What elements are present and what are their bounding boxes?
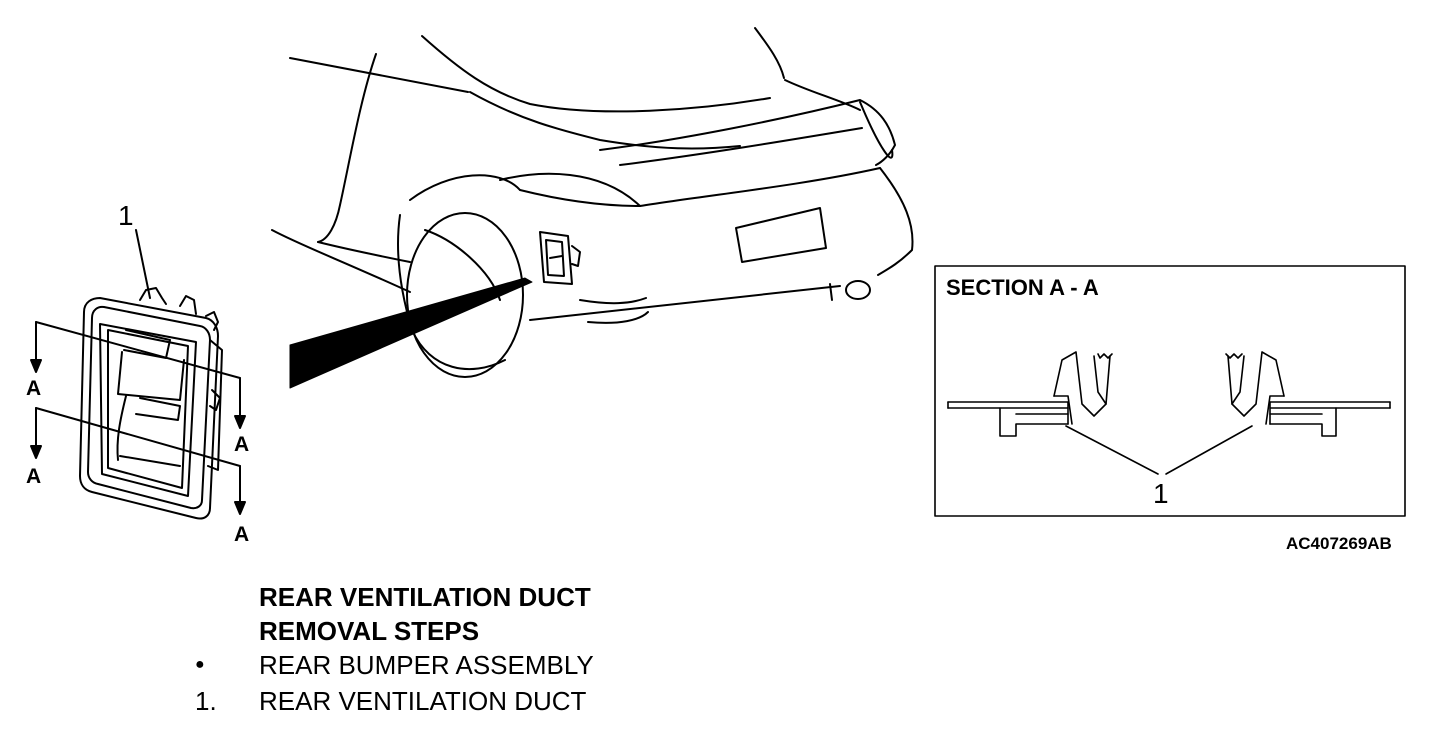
section-a-a-frame — [934, 265, 1406, 517]
section-arrow-label: A — [26, 377, 42, 400]
section-title: SECTION A - A — [946, 275, 1099, 300]
duct-callout-number: 1 — [118, 200, 134, 231]
car-rear-illustration — [271, 27, 914, 378]
duct-detail-illustration — [79, 287, 223, 520]
figure-code: AC407269AB — [1286, 534, 1392, 553]
section-callout-number: 1 — [1153, 478, 1169, 509]
step-marker: 1. — [195, 686, 217, 716]
procedure-subtitle: REMOVAL STEPS — [259, 616, 480, 646]
section-arrow-label: A — [26, 465, 42, 488]
procedure-title: REAR VENTILATION DUCT — [259, 582, 591, 612]
section-cut-lines — [30, 229, 246, 515]
section-arrow-label: A — [234, 523, 250, 546]
step-label: REAR BUMPER ASSEMBLY — [259, 650, 594, 680]
section-a-a-profile — [947, 351, 1391, 475]
step-label: REAR VENTILATION DUCT — [259, 686, 587, 716]
section-arrow-label: A — [234, 433, 250, 456]
step-marker: ● — [195, 656, 205, 673]
detail-pointer-wedge — [289, 277, 533, 389]
